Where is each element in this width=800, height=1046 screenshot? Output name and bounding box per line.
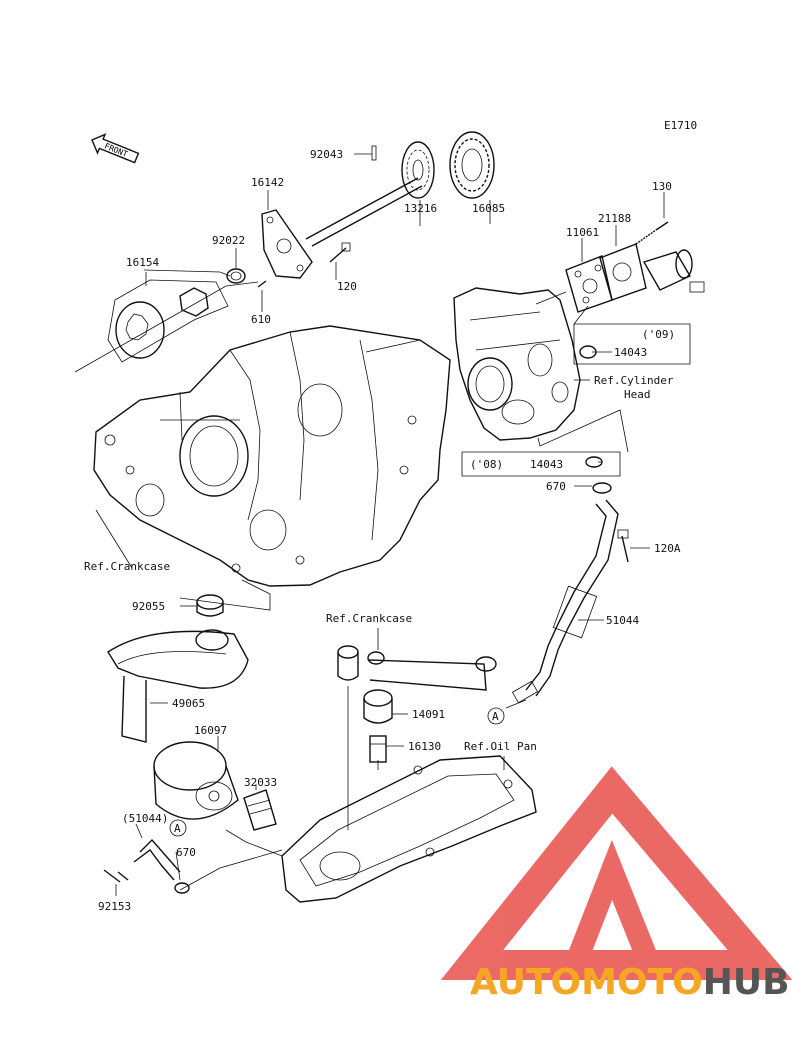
watermark-logo: [440, 766, 793, 980]
label-ref-cylinder-head-2: Head: [624, 388, 651, 401]
part-labels: 92043 16142 130 21188 92022 13216 16085 …: [84, 148, 681, 913]
crankcase-left: [93, 325, 451, 587]
label-ref-crankcase-left: Ref.Crankcase: [84, 560, 170, 573]
oring-670-top: [592, 482, 612, 494]
label-130: 130: [652, 180, 672, 193]
box-08: [461, 451, 621, 477]
oring-92022: [226, 268, 246, 284]
label-92022: 92022: [212, 234, 245, 247]
svg-text:A: A: [174, 822, 181, 835]
watermark-gray: HUB: [703, 962, 790, 1003]
cap-92055: [196, 594, 224, 617]
gear-16085: [449, 131, 495, 199]
label-13216: 13216: [404, 202, 437, 215]
gear-13216: [401, 141, 435, 199]
label-92043: 92043: [310, 148, 343, 161]
gasket-11061: [565, 255, 613, 313]
label-16130: 16130: [408, 740, 441, 753]
label-670-top: 670: [546, 480, 566, 493]
label-14043-top: 14043: [614, 346, 647, 359]
label-14043-bottom: 14043: [530, 458, 563, 471]
label-09: ('09): [642, 328, 675, 341]
valve-21188: [599, 243, 705, 301]
bolt-92153: [103, 869, 121, 883]
strainer-49065: [107, 629, 249, 743]
bolt-120: [329, 242, 351, 263]
pin-92043: [371, 145, 377, 161]
marker-a-left: A: [169, 819, 187, 837]
label-ref-cylinder-head-1: Ref.Cylinder: [594, 374, 674, 387]
label-32033: 32033: [244, 776, 277, 789]
oil-filter-16097: [153, 741, 239, 820]
oring-670-bottom: [174, 882, 190, 894]
label-ref-oil-pan: Ref.Oil Pan: [464, 740, 537, 753]
label-49065: 49065: [172, 697, 205, 710]
label-92153: 92153: [98, 900, 131, 913]
oil-pan: [281, 755, 537, 903]
label-ref-crankcase-mid: Ref.Crankcase: [326, 612, 412, 625]
label-11061: 11061: [566, 226, 599, 239]
marker-a-right: A: [487, 707, 505, 725]
hose-51044-paren: [103, 838, 181, 883]
label-14091: 14091: [412, 708, 445, 721]
label-16085: 16085: [472, 202, 505, 215]
watermark-text: AUTOMOTOHUB: [470, 962, 790, 1003]
valve-16130: [369, 735, 387, 763]
oil-passage-pipe: [337, 645, 497, 691]
label-92055: 92055: [132, 600, 165, 613]
oil-pipe-51044: [511, 499, 619, 704]
diagram-code: E1710: [664, 119, 697, 132]
label-670-bottom: 670: [176, 846, 196, 859]
watermark-orange: AUTOMOTO: [470, 962, 703, 1003]
label-120A: 120A: [654, 542, 681, 555]
balancer-shaft: [305, 145, 423, 247]
pipe-32033: [243, 789, 277, 831]
relief-14091: [363, 689, 393, 724]
label-610: 610: [251, 313, 271, 326]
label-08: ('08): [470, 458, 503, 471]
label-120: 120: [337, 280, 357, 293]
label-51044: 51044: [606, 614, 639, 627]
bolt-130: [635, 221, 669, 245]
bolt-120A: [617, 529, 629, 563]
front-arrow-icon: FRONT: [91, 133, 140, 164]
pump-rotor-16154: [107, 279, 229, 363]
pump-cover-16142: [261, 209, 313, 279]
label-16154: 16154: [126, 256, 159, 269]
label-16097: 16097: [194, 724, 227, 737]
leader-lines: [115, 153, 665, 896]
cylinder-head: [453, 287, 581, 441]
label-51044-paren: (51044): [122, 812, 168, 825]
pin-610: [257, 280, 267, 288]
label-16142: 16142: [251, 176, 284, 189]
label-21188: 21188: [598, 212, 631, 225]
svg-text:A: A: [492, 710, 499, 723]
